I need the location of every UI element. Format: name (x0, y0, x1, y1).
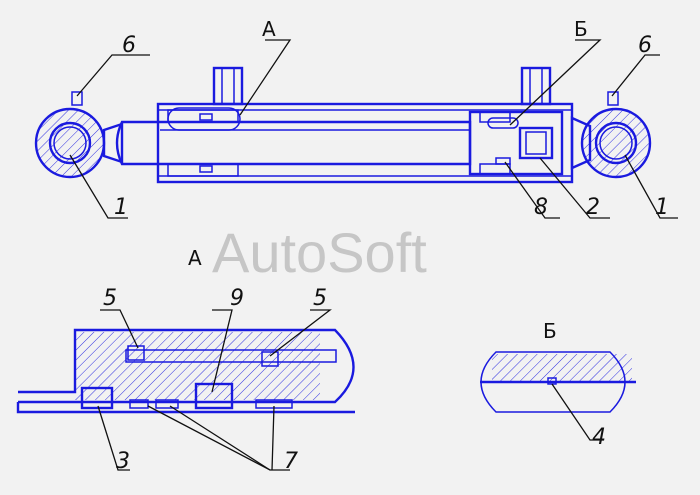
callout-1-right: 1 (655, 195, 669, 220)
piston-rod (115, 120, 472, 166)
callout-4: 4 (592, 425, 606, 450)
callout-8: 8 (534, 195, 548, 220)
port-right (520, 66, 552, 106)
detail-b-label: Б (543, 319, 557, 343)
seal-7b (155, 399, 179, 409)
detail-b-leader (551, 383, 604, 441)
callout-2: 2 (586, 195, 600, 220)
detail-b-outline (487, 117, 519, 129)
seal-5-left (127, 345, 145, 361)
right-eye-mount (580, 91, 652, 179)
detail-b-view (480, 351, 636, 413)
callout-3: 3 (116, 449, 130, 474)
seal-5-right (261, 351, 279, 367)
callout-7: 7 (284, 449, 298, 474)
detail-a-leaders (97, 309, 332, 471)
detail-a-view (16, 328, 355, 414)
callout-5-right: 5 (313, 286, 327, 311)
left-eye-mount (34, 91, 106, 179)
cylinder-main-view (34, 66, 652, 184)
seal-3 (80, 386, 114, 410)
section-label-a: А (262, 17, 276, 41)
callout-6-left: 6 (122, 33, 136, 58)
detail-a-label: А (188, 246, 202, 270)
watermark: AutoSoft (212, 221, 427, 284)
callout-5-left: 5 (103, 286, 117, 311)
piston (468, 110, 564, 176)
port-left (212, 66, 244, 106)
main-view-leaders (69, 39, 678, 219)
section-label-b: Б (574, 17, 588, 41)
seal-7a (129, 399, 149, 409)
callout-6-right: 6 (638, 33, 652, 58)
detail-a-outline (167, 107, 241, 131)
callout-1-left: 1 (114, 195, 128, 220)
callout-9: 9 (230, 286, 244, 311)
